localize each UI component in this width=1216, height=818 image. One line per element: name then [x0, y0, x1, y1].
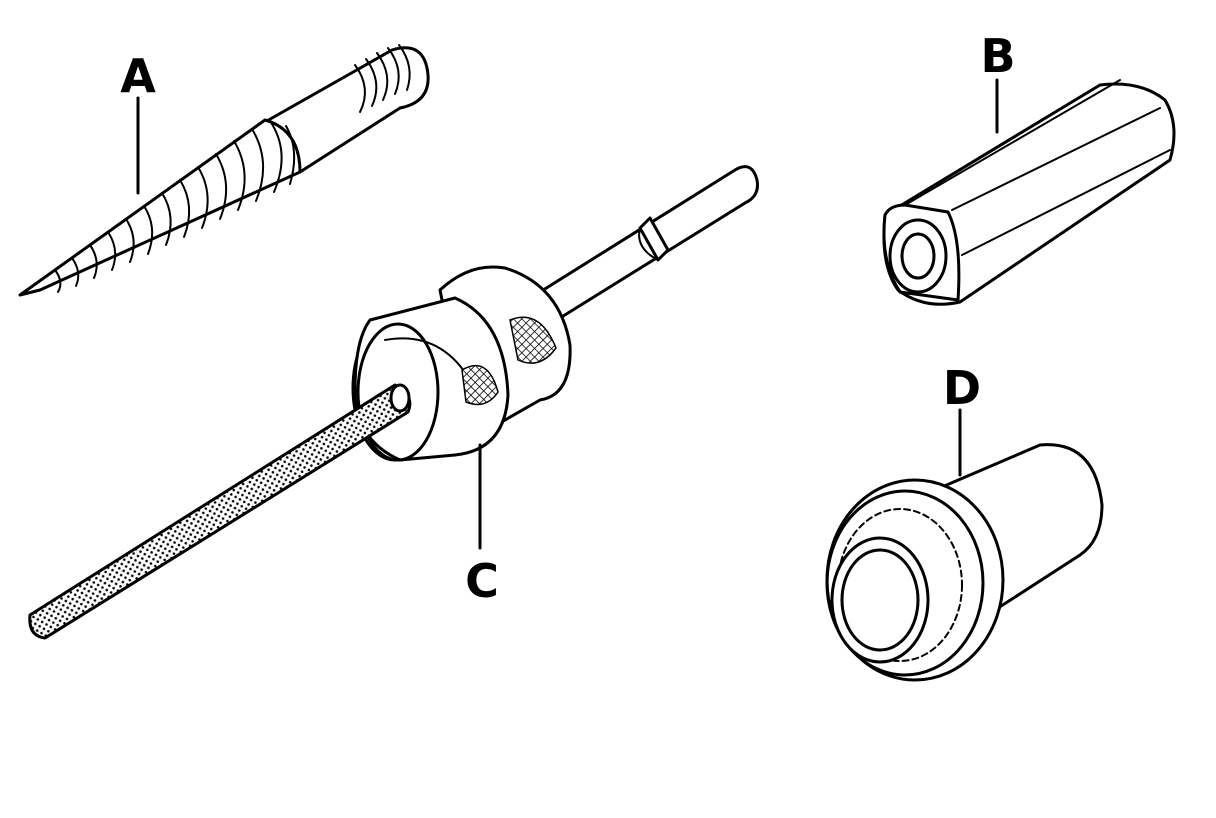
- label-b: B: [980, 29, 1015, 83]
- leader-lines: [136, 78, 999, 550]
- part-a-spiral-flutes: [54, 120, 296, 293]
- label-c: C: [465, 554, 499, 608]
- part-b-hex-nut: [882, 79, 1176, 306]
- part-c-front-knurl: [461, 365, 499, 406]
- part-d-flanged-adapter: [825, 443, 1104, 682]
- label-a: A: [120, 49, 156, 103]
- part-c-slide-hammer: [28, 165, 759, 640]
- label-d: D: [943, 361, 981, 415]
- part-a-screw-extractor: [18, 44, 430, 297]
- part-a-shank-threads: [354, 44, 411, 113]
- part-c-rear-knurl: [509, 316, 557, 364]
- part-c-rasp-rod: [28, 383, 412, 640]
